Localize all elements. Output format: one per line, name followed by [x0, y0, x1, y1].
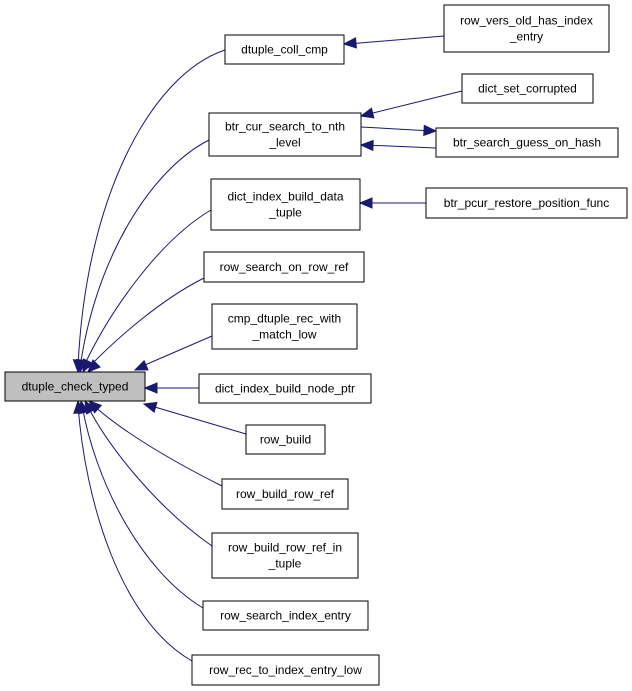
edge-arrowhead	[87, 359, 101, 373]
edge-arrowhead	[359, 139, 374, 152]
node-label: row_search_on_row_ref	[220, 260, 349, 274]
node-label: row_vers_old_has_index	[460, 14, 593, 28]
node-cmp_dtuple_rec_with_match_low[interactable]: cmp_dtuple_rec_with _match_low	[211, 303, 358, 350]
edge-row_build_row_ref_in_tuple-to-dtuple_check_typed	[84, 399, 213, 547]
node-row_build_row_ref[interactable]: row_build_row_ref	[221, 478, 349, 510]
node-label: _match_low	[251, 328, 316, 342]
edge-dict_index_build_data_tuple-to-dtuple_check_typed	[82, 209, 212, 374]
node-box[interactable]	[435, 127, 619, 158]
node-box[interactable]	[203, 251, 365, 283]
edge-line	[91, 403, 223, 487]
edge-line	[77, 49, 226, 369]
node-label: row_build_row_ref	[236, 487, 335, 501]
edge-line	[360, 126, 433, 132]
node-btr_pcur_restore_position_func[interactable]: btr_pcur_restore_position_func	[425, 187, 628, 219]
edge-arrowhead	[73, 399, 85, 414]
edge-row_build_row_ref-to-dtuple_check_typed	[88, 400, 223, 487]
node-label: row_build	[260, 433, 311, 447]
edge-arrowhead	[359, 107, 375, 119]
edge-btr_pcur_restore_position_func-to-dict_index_build_data_tuple	[358, 197, 426, 209]
edge-cmp_dtuple_rec_with_match_low-to-dtuple_check_typed	[133, 335, 213, 371]
node-dtuple_coll_cmp[interactable]: dtuple_coll_cmp	[224, 34, 345, 65]
node-label: btr_search_guess_on_hash	[453, 136, 601, 150]
edge-arrowhead	[358, 197, 373, 209]
node-btr_search_guess_on_hash[interactable]: btr_search_guess_on_hash	[435, 127, 619, 158]
node-box[interactable]	[221, 478, 349, 510]
edge-dtuple_coll_cmp-to-dtuple_check_typed	[72, 49, 226, 374]
node-label: cmp_dtuple_rec_with	[228, 312, 341, 326]
node-label: dict_index_build_data	[227, 190, 343, 204]
edge-row_build-to-dtuple_check_typed	[142, 401, 247, 435]
edge-line	[87, 277, 205, 369]
node-label: _entry	[509, 30, 543, 44]
node-label: row_build_row_ref_in	[228, 541, 342, 555]
edge-btr_search_guess_on_hash-to-btr_cur_search_to_nth_level	[359, 139, 437, 152]
node-label: dict_index_build_node_ptr	[215, 382, 355, 396]
node-box[interactable]	[208, 112, 362, 157]
edge-line	[147, 404, 247, 435]
node-label: dict_set_corrupted	[478, 82, 577, 96]
node-dict_index_build_data_tuple[interactable]: dict_index_build_data _tuple	[210, 178, 361, 231]
edge-btr_cur_search_to_nth_level-to-dtuple_check_typed	[76, 139, 210, 374]
node-row_rec_to_index_entry_low[interactable]: row_rec_to_index_entry_low	[191, 654, 380, 686]
edge-row_search_on_row_ref-to-dtuple_check_typed	[87, 277, 205, 373]
node-label: dtuple_check_typed	[22, 380, 129, 394]
edge-line	[364, 90, 463, 116]
edges-layer	[72, 35, 463, 662]
edge-line	[86, 404, 213, 547]
edge-line	[364, 144, 437, 149]
node-dict_index_build_node_ptr[interactable]: dict_index_build_node_ptr	[198, 373, 372, 404]
node-row_search_on_row_ref[interactable]: row_search_on_row_ref	[203, 251, 365, 283]
edge-arrowhead	[143, 382, 158, 394]
edge-dict_index_build_node_ptr-to-dtuple_check_typed	[143, 382, 199, 394]
nodes-layer: dtuple_check_typed dtuple_coll_cmp row_ver…	[4, 4, 628, 686]
node-box[interactable]	[461, 73, 594, 104]
node-row_build[interactable]: row_build	[245, 424, 326, 455]
node-dtuple_check_typed[interactable]: dtuple_check_typed	[4, 371, 146, 402]
edge-line	[81, 404, 204, 609]
edge-arrowhead	[142, 401, 158, 413]
edge-line	[82, 209, 212, 369]
node-label: row_rec_to_index_entry_low	[209, 663, 362, 677]
node-box[interactable]	[245, 424, 326, 455]
node-row_search_index_entry[interactable]: row_search_index_entry	[202, 600, 369, 631]
node-box[interactable]	[224, 34, 345, 65]
node-label: _tuple	[268, 557, 302, 571]
node-box[interactable]	[425, 187, 628, 219]
edge-row_vers_old_has_index_entry-to-dtuple_coll_cmp	[342, 35, 445, 49]
edge-line	[137, 335, 213, 369]
edge-btr_cur_search_to_nth_level-to-btr_search_guess_on_hash	[360, 124, 438, 137]
node-label: _level	[268, 136, 300, 150]
edge-row_rec_to_index_entry_low-to-dtuple_check_typed	[73, 399, 193, 662]
node-btr_cur_search_to_nth_level[interactable]: btr_cur_search_to_nth _level	[208, 112, 362, 157]
node-label: btr_cur_search_to_nth	[225, 120, 345, 134]
edge-line	[79, 139, 210, 369]
edge-dict_set_corrupted-to-btr_cur_search_to_nth_level	[359, 90, 463, 119]
edge-row_search_index_entry-to-dtuple_check_typed	[77, 399, 204, 609]
node-box[interactable]	[198, 373, 372, 404]
node-box[interactable]	[210, 178, 361, 231]
node-label: _tuple	[268, 206, 302, 220]
node-dict_set_corrupted[interactable]: dict_set_corrupted	[461, 73, 594, 104]
node-box[interactable]	[191, 654, 380, 686]
edge-arrowhead	[423, 124, 438, 137]
edge-line	[77, 404, 193, 662]
node-label: row_search_index_entry	[220, 609, 351, 623]
edge-line	[347, 35, 445, 45]
node-box[interactable]	[211, 532, 359, 579]
edge-arrowhead	[342, 37, 357, 49]
edge-arrowhead	[133, 359, 149, 371]
node-box[interactable]	[211, 303, 358, 350]
node-label: btr_pcur_restore_position_func	[444, 196, 609, 210]
node-row_vers_old_has_index_entry[interactable]: row_vers_old_has_index _entry	[443, 4, 610, 53]
node-label: dtuple_coll_cmp	[241, 43, 328, 57]
node-box[interactable]	[202, 600, 369, 631]
node-row_build_row_ref_in_tuple[interactable]: row_build_row_ref_in _tuple	[211, 532, 359, 579]
node-box[interactable]	[4, 371, 146, 402]
node-box[interactable]	[443, 4, 610, 53]
